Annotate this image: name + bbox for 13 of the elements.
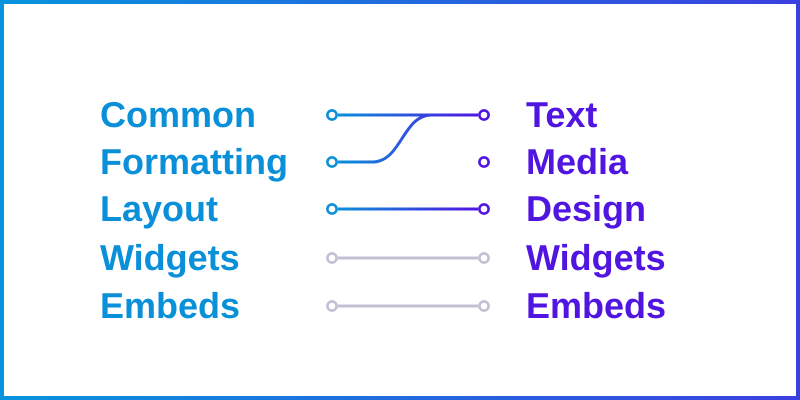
connector-line (338, 208, 478, 210)
category-label: Widgets (526, 240, 666, 276)
connector-line (338, 304, 478, 308)
category-label: Widgets (100, 240, 240, 276)
connector-line (338, 256, 478, 260)
category-label: Design (526, 191, 646, 227)
category-label: Formatting (100, 144, 288, 180)
category-label: Embeds (100, 288, 240, 324)
category-label: Common (100, 97, 256, 133)
category-label: Media (526, 144, 628, 180)
category-label: Layout (100, 191, 218, 227)
category-label: Embeds (526, 288, 666, 324)
category-label: Text (526, 97, 598, 133)
